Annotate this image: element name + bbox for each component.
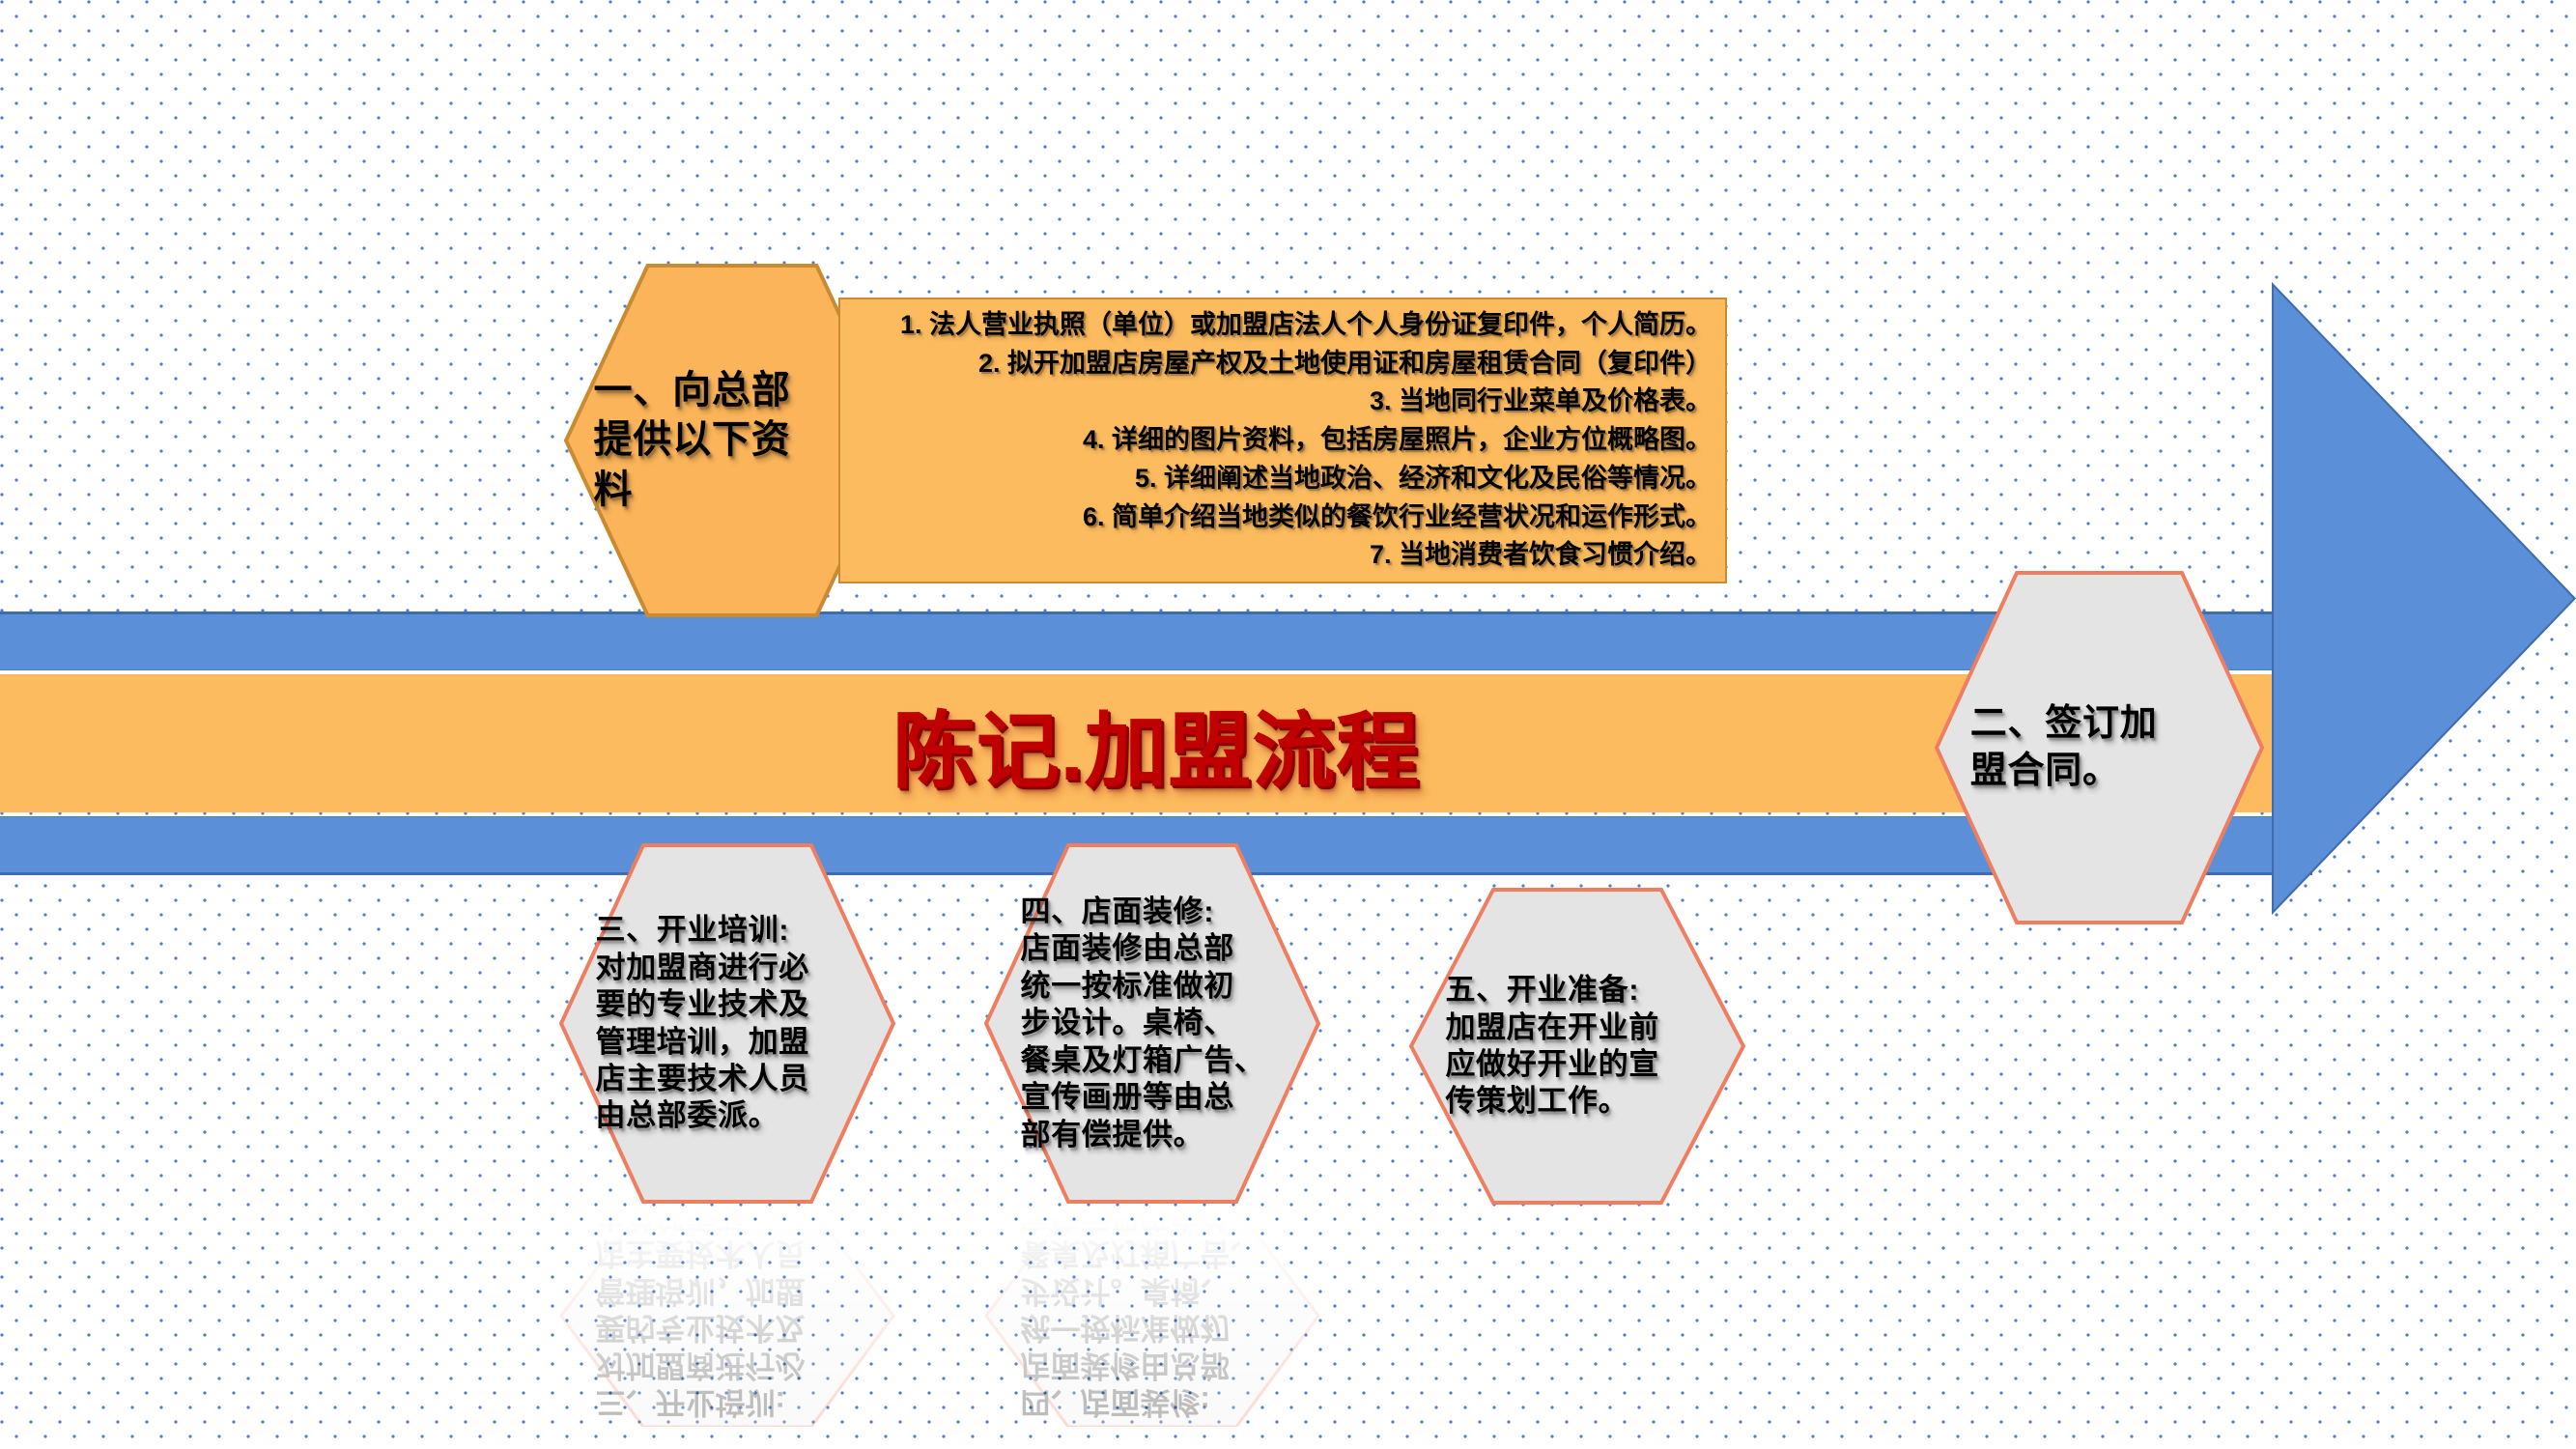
requirements-panel: 1. 法人营业执照（单位）或加盟店法人个人身份证复印件，个人简历。 2. 拟开加… — [838, 298, 1727, 583]
step-hexagon-2[interactable]: 二、签订加 盟合同。 — [1934, 570, 2265, 925]
step-hexagon-4[interactable]: 四、店面装修: 店面装修由总部 统一按标准做初 步设计。桌椅、 餐桌及灯箱广告、… — [983, 842, 1321, 1205]
requirement-item: 7. 当地消费者饮食习惯介绍。 — [1369, 540, 1712, 570]
requirement-item: 2. 拟开加盟店房屋产权及土地使用证和房屋租赁合同（复印件） — [977, 348, 1712, 378]
step-hexagon-3-reflection: 三、开业培训: 对加盟商进行必 要的专业技术及 管理培训，加盟 店主要技术人员 … — [558, 1199, 896, 1429]
requirement-item: 6. 简单介绍当地类似的餐饮行业经营状况和运作形式。 — [1082, 501, 1712, 531]
step-hexagon-4-reflection: 四、店面装修: 店面装修由总部 统一按标准做初 步设计。桌椅、 餐桌及灯箱广告、… — [983, 1162, 1321, 1429]
step-hexagon-2-label: 二、签订加 盟合同。 — [1969, 703, 2158, 791]
step-hexagon-4-label: 四、店面装修: 店面装修由总部 统一按标准做初 步设计。桌椅、 餐桌及灯箱广告、… — [1020, 894, 1265, 1151]
step-hexagon-4-reflection-label: 四、店面装修: 店面装修由总部 统一按标准做初 步设计。桌椅、 餐桌及灯箱广告、… — [1020, 1162, 1260, 1419]
requirement-item: 1. 法人营业执照（单位）或加盟店法人个人身份证复印件，个人简历。 — [899, 310, 1712, 340]
step-hexagon-1[interactable]: 一、向总部 提供以下资 料 — [563, 263, 901, 618]
arrow-bar-middle-orange — [0, 674, 2312, 812]
arrow-bar-top — [0, 611, 2312, 670]
arrow-head-icon — [2272, 282, 2576, 915]
step-hexagon-1-label: 一、向总部 提供以下资 料 — [593, 369, 791, 511]
requirement-item: 5. 详细阐述当地政治、经济和文化及民俗等情况。 — [1134, 463, 1712, 493]
step-hexagon-3-reflection-label: 三、开业培训: 对加盟商进行必 要的专业技术及 管理培训，加盟 店主要技术人员 … — [595, 1199, 806, 1419]
step-hexagon-5-label: 五、开业准备: 加盟店在开业前 应做好开业的宣 传策划工作。 — [1445, 973, 1659, 1119]
requirement-item: 4. 详细的图片资料，包括房屋照片，企业方位概略图。 — [1082, 425, 1712, 455]
requirement-item: 3. 当地同行业菜单及价格表。 — [1369, 386, 1712, 416]
step-hexagon-5[interactable]: 五、开业准备: 加盟店在开业前 应做好开业的宣 传策划工作。 — [1408, 887, 1746, 1206]
step-hexagon-3-label: 三、开业培训: 对加盟商进行必 要的专业技术及 管理培训，加盟 店主要技术人员 … — [595, 913, 809, 1133]
step-hexagon-3[interactable]: 三、开业培训: 对加盟商进行必 要的专业技术及 管理培训，加盟 店主要技术人员 … — [558, 842, 896, 1205]
